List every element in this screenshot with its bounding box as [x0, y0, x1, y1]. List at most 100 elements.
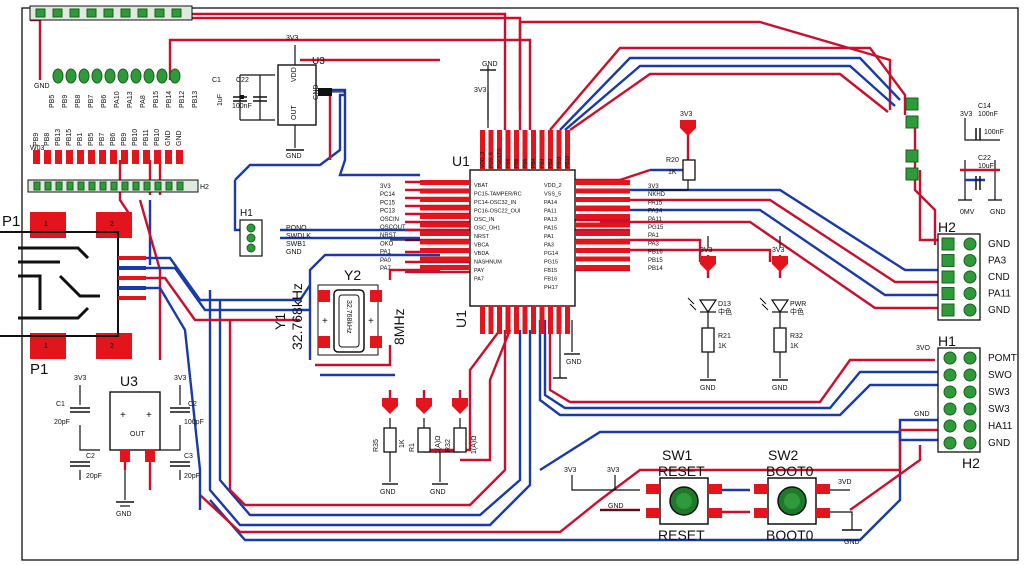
regulator-u3: U3 3V3 GND VDD GND OUT C1 C22 1uF 100nF [212, 35, 345, 160]
u1-bottom-pad [531, 306, 536, 334]
header-row-pad [52, 68, 64, 84]
h2-pad-right [963, 237, 977, 251]
led2-res: R32 [790, 333, 803, 340]
u1-top-pin-label: PB6 [514, 158, 520, 168]
led2-ref: PWR [790, 301, 806, 308]
u1-left-pin-label: PC15 [380, 200, 396, 206]
header-top-pin-label: PB7 [88, 95, 95, 108]
c22b-net-left: 0MV [960, 209, 975, 216]
u1-inner-left-label: NASHNUM [474, 260, 502, 266]
y2-can-label: 32.768kHz [345, 300, 352, 334]
h1-right-pad-right [963, 402, 977, 416]
u1-inner-left-label: NRST [474, 234, 490, 240]
h1-left-pin-0: PONO [286, 225, 307, 232]
u1-inner-left-label: VBAT [474, 183, 489, 189]
led-d13: 3V3 D13 中色 R21 1K GND [687, 247, 732, 392]
header-left-pad [132, 181, 140, 191]
switch-sw1-reset[interactable]: SW1 RESET RESET 3V3 3V3 GND [564, 447, 722, 543]
r31-ref: R1 [409, 443, 416, 452]
header-left-pad [143, 181, 151, 191]
led1-res-val: 1K [718, 343, 727, 350]
h1-right-pin-label: SW3 [988, 387, 1010, 398]
u1-right-pad [575, 214, 630, 219]
header-left-smd [66, 150, 73, 164]
header-top-pin-label: PB9 [62, 95, 69, 108]
u3-pin-out: OUT [291, 105, 298, 121]
u1-top-pin-label: PB2 [548, 158, 554, 168]
sw2-label: BOOT0 [766, 463, 814, 479]
u1-right-pin-label: PA1 [648, 233, 660, 239]
u1-inner-left-label: PC16-OSC22_OUI [474, 209, 521, 215]
u3-osc-c2: C2 [188, 401, 197, 408]
r-top-net: 3V3 [680, 111, 693, 118]
header-left-pin-label: PB5 [88, 133, 95, 146]
u1-right-pin-label: PA14 [648, 209, 663, 215]
r31-gnd: GND [430, 489, 446, 496]
svg-text:1: 1 [44, 221, 48, 228]
u1-top-pin-label: PB4 [531, 158, 537, 168]
led1-gnd: GND [700, 385, 716, 392]
u1-left-pin-label: OSCOUT [380, 225, 406, 231]
u1-right-pad [575, 180, 630, 185]
u1-left-pad [420, 197, 470, 202]
u3-osc-net-right: 3V3 [174, 375, 187, 382]
header-left-pin-label: PB9 [121, 133, 128, 146]
u1-inner-right-label: PA14 [544, 200, 557, 206]
led2-res-val: 1K [790, 343, 799, 350]
u1-top-pad [531, 130, 536, 170]
header-left-pad [33, 181, 41, 191]
h1-right-pad-left [943, 402, 957, 416]
u1-top-pin-label: PB3 [540, 158, 546, 168]
u1-right-pad [575, 248, 630, 253]
h1-right-pad-right [963, 351, 977, 365]
sw1-ref: SW1 [662, 447, 693, 463]
u1-bottom-pad [514, 306, 519, 334]
r32-ref: R32 [445, 439, 452, 452]
header-left-pin-label: PB6 [110, 133, 117, 146]
header-left-smd [99, 150, 106, 164]
switch-sw2-boot0[interactable]: SW2 BOOT0 BOOT0 3VD GND [754, 447, 862, 546]
u1-top-pin-label: VDD_3 [480, 152, 486, 168]
header-left-pin-label: PB15 [66, 129, 73, 146]
led2-net: 3V3 [772, 247, 785, 254]
header-left-pin-label: PB7 [99, 133, 106, 146]
u1-right-pad [575, 265, 630, 270]
h1-right-pad-left [943, 436, 957, 450]
crystal-y2: 32.768kHz Y2 8MHz Y1 32.768kHz + + [272, 267, 407, 356]
u1-bottom-pad [497, 306, 502, 334]
p1-ref-bottom: P1 [30, 361, 48, 378]
u1-left-pin-label: 3V3 [380, 184, 391, 190]
h1-right-pad-right [963, 436, 977, 450]
u3-osc-net-left: 3V3 [74, 375, 87, 382]
header-left-pin-label: PB1 [77, 133, 84, 146]
header-top-pin-label: PA13 [127, 91, 134, 108]
u1-gnd-top: GND [482, 61, 498, 68]
u1-left-pin-label: OSCIN [380, 217, 399, 223]
resistors-bottom: R35 1K R1 1(A)Ω R32 1(A)Ω GND GND [373, 398, 478, 496]
h2-pad-left [941, 254, 955, 267]
header-left-smd [88, 150, 95, 164]
mcu-u1: U1 U1 VBATPC15-TAMPER/RCPC14-OSC32_INPC1… [380, 61, 666, 366]
header-top-pad [52, 8, 63, 18]
u3-osc-c2-val: 100pF [184, 419, 204, 426]
header-row-pad [117, 68, 129, 84]
caps-top-right: 3V3 C14 100nF 100nF C22 10uF 0MV GND [905, 97, 1006, 216]
header-left-smd [33, 150, 40, 164]
u1-inner-left-label: PAY [474, 268, 485, 274]
h1-right-ref2: H2 [962, 455, 980, 471]
sw1-label2: RESET [658, 527, 705, 543]
header-left-pad [55, 181, 63, 191]
oscillator-u3: U3 3V3 3V3 OUT + + C1 20pF C2 20pF C2 10… [54, 373, 204, 518]
h2-pad-left [941, 287, 955, 300]
header-top-pad [69, 8, 80, 18]
sw1-net2: 3V3 [607, 467, 620, 474]
u1-right-pad [575, 231, 630, 236]
h1-left-pin-3: GND [286, 249, 302, 256]
u1-top-pad [565, 130, 570, 170]
h1-right-pad-left [943, 368, 957, 382]
header-left-smd [143, 150, 150, 164]
header-top-pad [154, 8, 165, 18]
header-left-net: W03 [30, 145, 45, 152]
